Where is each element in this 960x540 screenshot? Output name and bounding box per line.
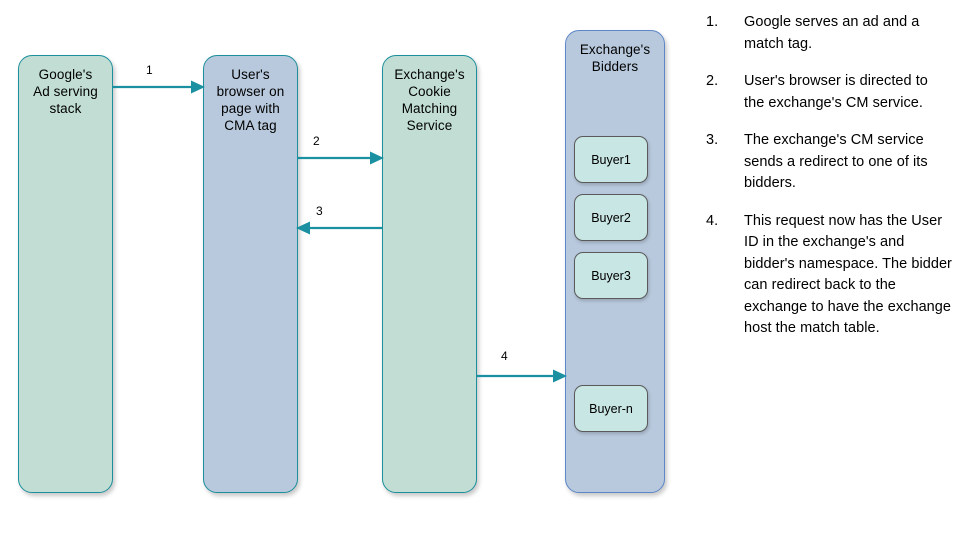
arrow-4-connector [477, 369, 567, 383]
process-box-label: Exchange's Cookie Matching Service [394, 67, 465, 133]
step-item-2: 2. User's browser is directed to the exc… [706, 71, 952, 114]
steps-list: 1. Google serves an ad and a match tag. … [706, 12, 952, 356]
arrow-1-label: 1 [146, 63, 153, 77]
process-box-google-ad-serving-stack: Google's Ad serving stack [18, 55, 113, 493]
buyer-box-label: Buyer3 [591, 268, 631, 283]
arrow-3-connector [296, 221, 382, 235]
buyer-box-label: Buyer-n [589, 401, 633, 416]
step-number: 2. [706, 73, 719, 89]
buyer-box-label: Buyer2 [591, 210, 631, 225]
step-item-3: 3. The exchange's CM service sends a red… [706, 130, 952, 195]
buyer-box-label: Buyer1 [591, 152, 631, 167]
arrow-2-label: 2 [313, 134, 320, 148]
arrow-1-connector [113, 80, 205, 94]
step-number: 1. [706, 14, 719, 30]
process-box-cookie-matching-service: Exchange's Cookie Matching Service [382, 55, 477, 493]
process-box-label: Exchange's Bidders [579, 42, 651, 74]
step-number: 4. [706, 212, 719, 229]
buyer-box-n: Buyer-n [574, 385, 648, 432]
step-text: User's browser is directed to the exchan… [744, 73, 928, 111]
step-number: 3. [706, 132, 719, 148]
arrow-3-label: 3 [316, 204, 323, 218]
buyer-box-2: Buyer2 [574, 194, 648, 241]
arrow-4-label: 4 [501, 349, 508, 363]
buyer-box-1: Buyer1 [574, 136, 648, 183]
process-box-user-browser: User's browser on page with CMA tag [203, 55, 298, 493]
buyer-box-3: Buyer3 [574, 252, 648, 299]
step-text: This request now has the User ID in the … [744, 212, 952, 337]
arrow-2-connector [298, 151, 384, 165]
step-text: The exchange's CM service sends a redire… [744, 132, 928, 191]
process-box-label: User's browser on page with CMA tag [216, 67, 285, 133]
step-item-1: 1. Google serves an ad and a match tag. [706, 12, 952, 55]
process-box-label: Google's Ad serving stack [33, 67, 98, 116]
step-text: Google serves an ad and a match tag. [744, 14, 920, 52]
step-item-4: 4. This request now has the User ID in t… [706, 211, 952, 340]
